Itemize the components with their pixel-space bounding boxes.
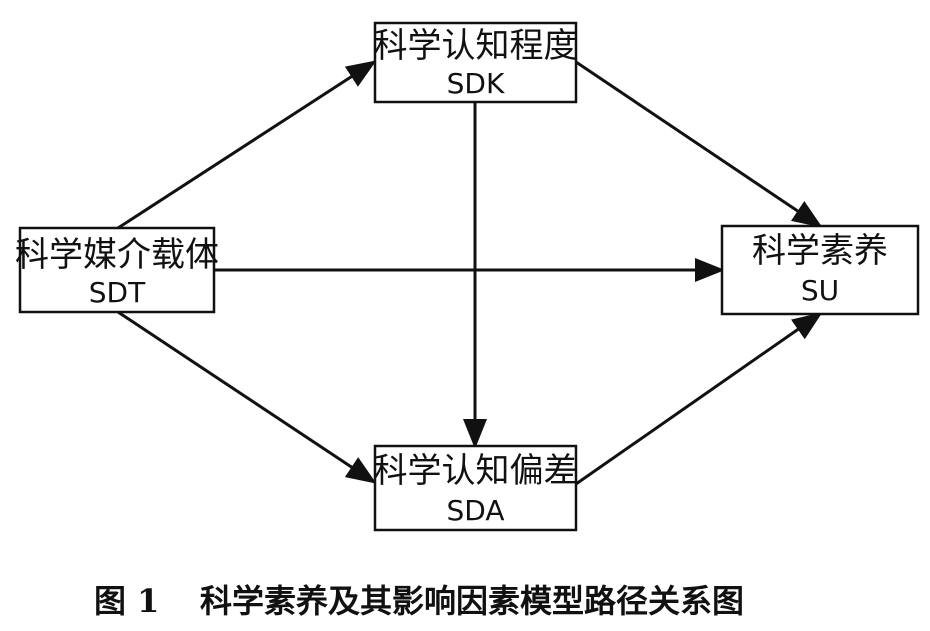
- node-sdt-code: SDT: [89, 276, 146, 309]
- node-sdk-code: SDK: [447, 67, 505, 100]
- node-su-code: SU: [801, 274, 839, 307]
- node-sdk-name: 科学认知程度: [374, 26, 578, 66]
- node-sda-box: [373, 444, 578, 532]
- node-sdt-box: [18, 226, 216, 314]
- node-su: 科学素养 SU: [720, 224, 920, 316]
- node-su-name: 科学素养: [752, 231, 888, 271]
- node-su-box: [720, 224, 920, 316]
- edge-sdk-to-su: [575, 60, 823, 228]
- node-sda-name: 科学认知偏差: [374, 451, 578, 491]
- node-sda: 科学认知偏差 SDA: [373, 444, 578, 532]
- edge-sda-to-su: [575, 312, 823, 486]
- edge-sdt-to-sdk: [117, 60, 377, 230]
- figure-caption: 图 1 科学素养及其影响因素模型路径关系图: [94, 582, 744, 620]
- node-sda-code: SDA: [447, 494, 505, 527]
- caption-number: 图 1: [94, 582, 159, 620]
- node-sdt: 科学媒介载体 SDT: [15, 226, 219, 314]
- node-sdk-box: [373, 21, 578, 104]
- node-sdk: 科学认知程度 SDK: [373, 21, 578, 104]
- caption-text: 科学素养及其影响因素模型路径关系图: [200, 582, 744, 620]
- edge-sdt-to-sda: [117, 310, 377, 484]
- node-sdt-name: 科学媒介载体: [15, 235, 219, 275]
